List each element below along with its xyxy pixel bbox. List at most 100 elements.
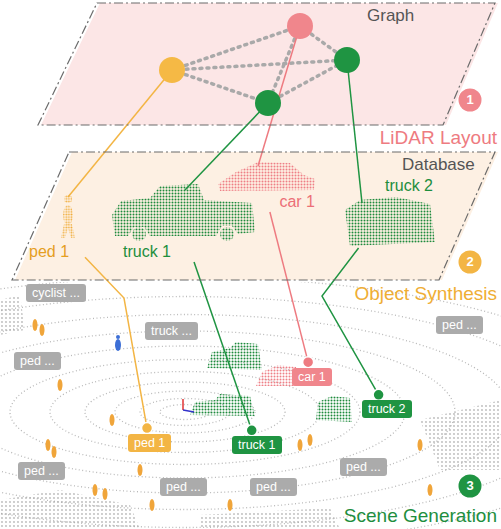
step-title: Object Synthesis	[354, 284, 497, 303]
panel-outline	[37, 2, 497, 126]
object-tag: truck 1	[232, 436, 282, 454]
label-box: Object Synthesis	[354, 284, 497, 303]
connector	[194, 262, 257, 436]
lidar-scan	[85, 382, 285, 442]
scene-clutter	[200, 508, 340, 529]
sensor-axis	[183, 399, 194, 412]
step-title: LiDAR Layout	[380, 128, 497, 147]
scene-object	[316, 396, 352, 422]
node-text: truck 1	[123, 243, 171, 261]
node-text: Database	[402, 155, 475, 175]
link-line	[68, 70, 172, 197]
node-text: cyclist ...	[32, 285, 80, 301]
scene-object	[418, 439, 423, 451]
scene-object	[207, 342, 262, 370]
scene-object	[46, 439, 51, 451]
scene-object	[308, 434, 313, 446]
step-badge: 2	[458, 250, 482, 274]
connector	[270, 212, 314, 368]
lidar-scan	[0, 297, 501, 528]
node-text: car 1	[298, 369, 326, 385]
object-tag: ped ...	[18, 462, 65, 480]
object-sample: ped 1	[27, 192, 85, 262]
scene-object	[93, 484, 98, 496]
node-text: ped 1	[29, 243, 69, 261]
graph-edge	[172, 26, 347, 103]
object-sample: truck 1	[105, 180, 255, 262]
node-text: ped ...	[256, 479, 291, 495]
object-cloud	[220, 227, 234, 241]
graph-edge	[172, 60, 347, 70]
panel-fill	[41, 3, 498, 125]
object-cloud	[61, 162, 435, 246]
object-tag: truck ...	[145, 322, 198, 340]
graph-edge	[172, 26, 300, 70]
link-line	[85, 257, 147, 428]
step-badge: 3	[458, 474, 482, 498]
object-cloud	[63, 205, 73, 225]
link-line	[270, 212, 308, 362]
node-text: ped ...	[166, 479, 201, 495]
node-text: ped ...	[24, 463, 59, 479]
graph-vertex	[334, 47, 360, 73]
scene-object	[298, 439, 303, 451]
link-line	[347, 60, 362, 203]
badge-circle	[459, 475, 482, 498]
node-text: car 1	[279, 193, 315, 211]
scene-object	[110, 414, 115, 426]
end-dot	[142, 423, 153, 434]
layer-panel: Graph	[37, 2, 497, 126]
object-cloud	[112, 184, 255, 236]
sensor-axis	[183, 410, 194, 412]
node-text: ped ...	[346, 459, 381, 475]
scene-object	[58, 379, 63, 391]
end-dot	[373, 389, 384, 400]
node-text: ped 1	[134, 435, 165, 451]
object-sample: car 1	[209, 158, 317, 212]
object-tag: ped ...	[250, 478, 297, 496]
layer-panel: Database ped 1 truck 1 car 1 truck 2	[11, 151, 497, 281]
lidar-scan	[115, 391, 255, 433]
scene-object	[428, 484, 433, 496]
scene-object	[33, 319, 433, 511]
object-tag: ped ...	[340, 458, 387, 476]
scene-clutter	[0, 490, 140, 529]
panel-fill	[15, 3, 498, 280]
object-tag: car 1	[292, 368, 332, 386]
object-tag: ped 1	[128, 434, 171, 452]
object-tag: ped ...	[160, 478, 207, 496]
node-text: truck 2	[368, 401, 406, 417]
node-text: truck ...	[151, 323, 192, 339]
object-cloud	[61, 224, 75, 238]
object-tag: ped ...	[14, 352, 61, 370]
scene-clutter	[0, 295, 25, 335]
lidar-scan	[0, 331, 455, 493]
graph-edge	[172, 70, 268, 103]
lidar-scan	[0, 282, 501, 529]
object-cloud	[64, 195, 72, 203]
label-box: Scene Generation	[344, 506, 497, 525]
scene-object	[150, 499, 155, 511]
node-text: truck 1	[238, 437, 276, 453]
scene-object	[103, 488, 108, 500]
node-text: 3	[458, 474, 482, 498]
node-text: truck 2	[385, 177, 433, 195]
scene-object	[138, 464, 143, 476]
scene-clutter	[420, 400, 501, 470]
object-cloud	[218, 162, 315, 191]
graph-vertex	[159, 13, 360, 116]
object-cloud	[132, 227, 146, 241]
scene-object	[115, 339, 121, 351]
node-text: Graph	[367, 6, 414, 26]
graph-vertex	[287, 13, 313, 39]
lidar-scan	[0, 315, 501, 510]
connector-group	[85, 212, 384, 436]
object-tag: ped ...	[436, 316, 483, 334]
node-text: 2	[458, 250, 482, 274]
scene-object	[52, 446, 57, 458]
step-title: Scene Generation	[344, 506, 497, 525]
label-box: LiDAR Layout	[380, 128, 497, 147]
object-tag: truck 2	[362, 400, 412, 418]
scene-object	[116, 335, 120, 339]
